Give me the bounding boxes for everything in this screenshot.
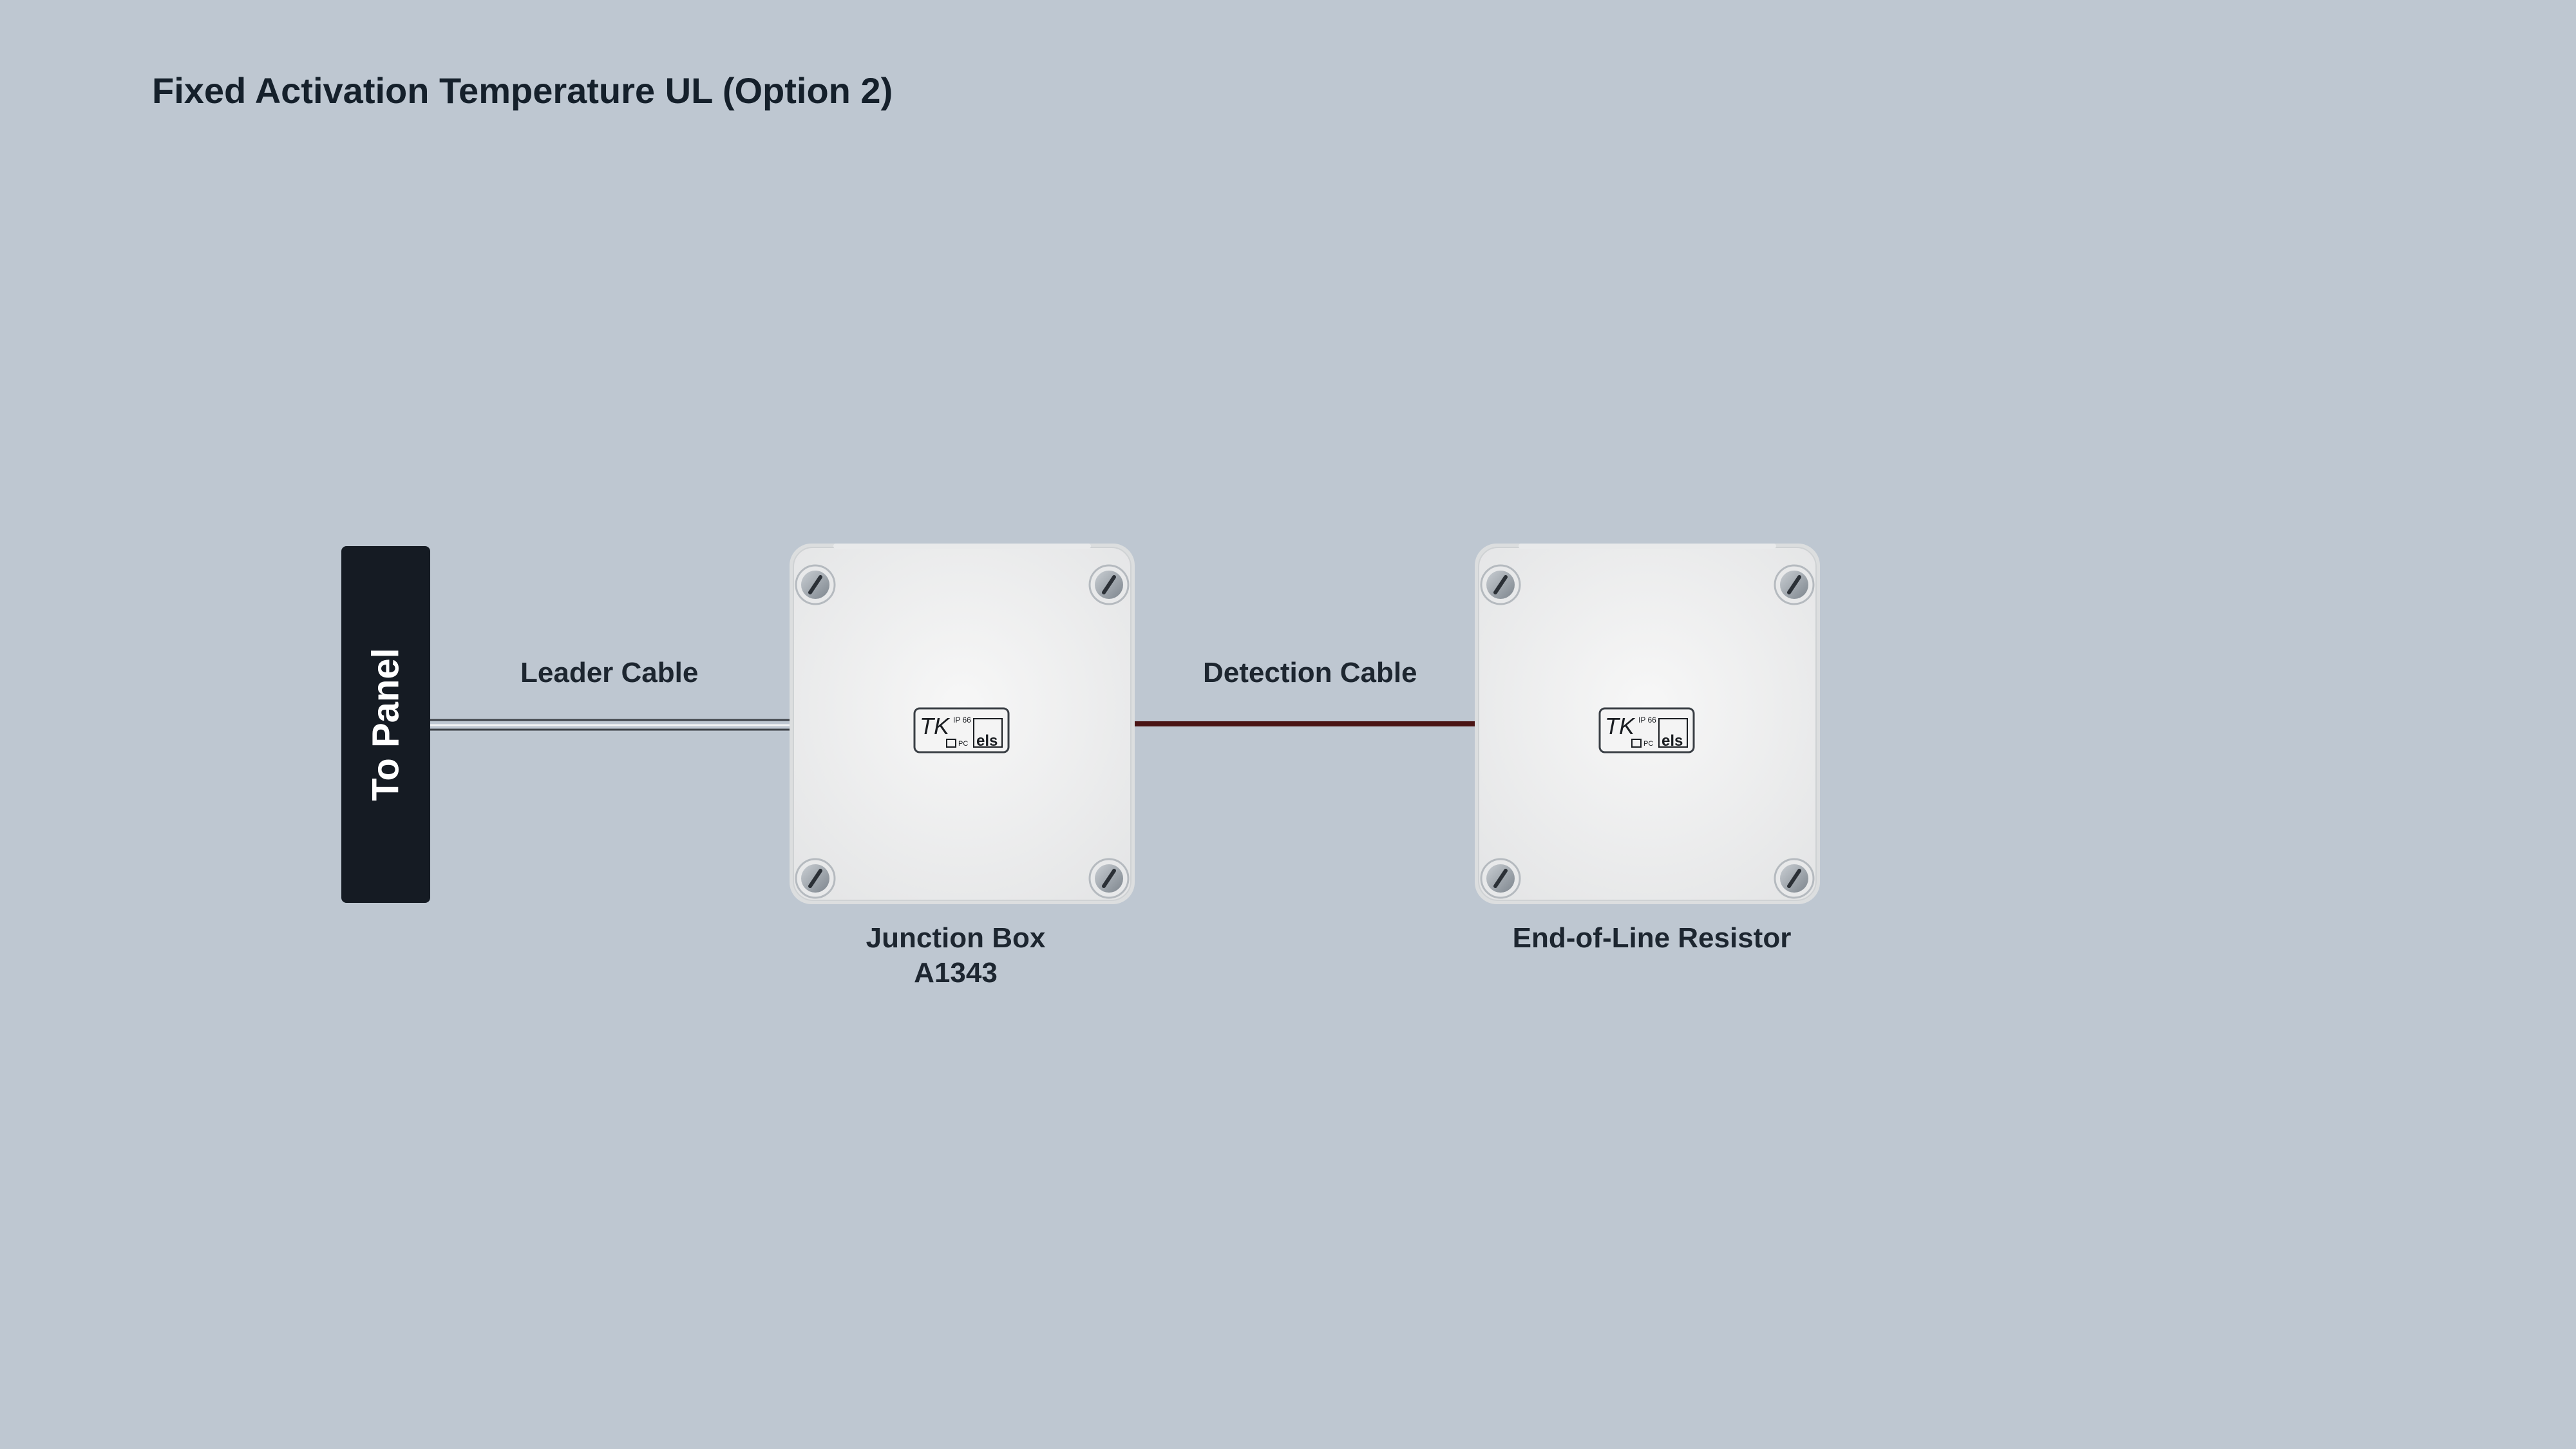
screw-icon	[1480, 564, 1521, 605]
page-title: Fixed Activation Temperature UL (Option …	[152, 70, 893, 111]
junction-box-name: Junction Box	[866, 922, 1046, 954]
svg-text:IP 66: IP 66	[953, 715, 971, 724]
svg-text:els: els	[976, 732, 998, 750]
tk-badge-logo: TK IP 66 PC els	[913, 707, 1010, 753]
leader-cable-label: Leader Cable	[520, 657, 699, 688]
svg-text:PC: PC	[958, 740, 968, 748]
screw-icon	[1088, 858, 1130, 899]
to-panel-label: To Panel	[365, 648, 407, 801]
svg-text:TK: TK	[920, 713, 951, 739]
junction-box-label: Junction Box A1343	[801, 921, 1110, 990]
leader-cable	[430, 719, 791, 731]
screw-icon	[1480, 858, 1521, 899]
tk-badge-logo: TK IP 66 PC els	[1598, 707, 1695, 753]
screw-icon	[795, 564, 836, 605]
screw-icon	[1088, 564, 1130, 605]
screw-icon	[795, 858, 836, 899]
end-of-line-resistor-name: End-of-Line Resistor	[1512, 922, 1792, 954]
svg-text:TK: TK	[1605, 713, 1636, 739]
svg-text:PC: PC	[1643, 740, 1653, 748]
screw-icon	[1774, 858, 1815, 899]
end-of-line-resistor-label: End-of-Line Resistor	[1475, 921, 1829, 956]
detection-cable-label: Detection Cable	[1203, 657, 1417, 688]
junction-box: TK IP 66 PC els	[790, 544, 1135, 904]
screw-icon	[1774, 564, 1815, 605]
svg-text:IP 66: IP 66	[1638, 715, 1656, 724]
svg-text:els: els	[1662, 732, 1683, 750]
end-of-line-resistor-box: TK IP 66 PC els	[1475, 544, 1820, 904]
to-panel-block: To Panel	[341, 546, 430, 903]
junction-box-model: A1343	[914, 957, 998, 989]
